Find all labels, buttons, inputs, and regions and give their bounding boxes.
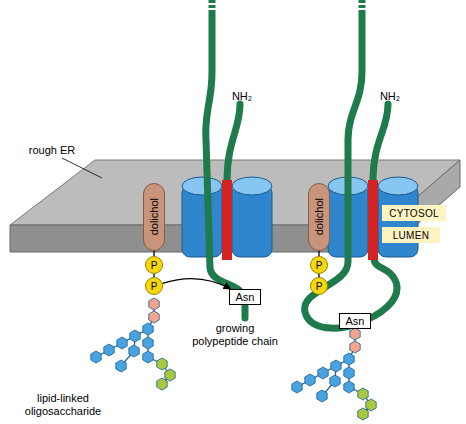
signal-sequence [222,180,232,260]
residue-box: Asn [339,313,371,329]
node-text: LUMEN [393,230,430,241]
node-text: P [151,281,158,292]
translocon-top [182,177,222,195]
region-band: CYTOSOL [382,205,446,221]
text-label: lipid-linked oligosaccharide [18,392,108,417]
polypeptide-chain [206,0,245,318]
bond-line [318,251,319,256]
leader-line [62,158,102,178]
node-text: dolichol [148,198,160,235]
node-text: P [316,260,323,271]
bond-line [153,274,154,277]
bond-line [153,251,154,256]
node-text: Asn [346,315,365,327]
truncation-mark [357,3,367,5]
dolichol-lipid: dolichol [308,183,330,251]
region-band: LUMEN [382,227,440,243]
signal-sequence-chain [227,104,240,182]
dolichol-lipid: dolichol [143,183,165,251]
node-text: P [316,281,323,292]
text-label: NH₂ [228,90,256,103]
node-text: P [151,260,158,271]
phosphate-circle: P [310,256,328,274]
translocon-top [232,177,272,195]
node-text: Asn [236,291,255,303]
phosphate-circle: P [310,277,328,295]
lipid-linked-oligosaccharide [91,298,175,390]
polypeptide-chain [305,0,397,328]
translocon-top [378,177,418,195]
translocon-half [182,185,222,257]
node-text: dolichol [313,198,325,235]
protein-linked-oligosaccharide [292,328,376,420]
translocon-half [232,185,272,257]
truncation-mark [357,8,367,10]
node-text: CYTOSOL [389,208,439,219]
truncation-mark [207,8,217,10]
bond-line [318,274,319,277]
transfer-arrow [163,279,231,289]
residue-box: Asn [229,289,261,305]
text-label: rough ER [22,144,82,157]
translocon-half [378,185,418,257]
phosphate-circle: P [145,277,163,295]
signal-sequence-chain [373,104,388,182]
signal-sequence [368,180,378,260]
truncation-mark [207,3,217,5]
phosphate-circle: P [145,256,163,274]
text-label: NH₂ [376,90,404,103]
text-label: growing polypeptide chain [190,322,280,347]
